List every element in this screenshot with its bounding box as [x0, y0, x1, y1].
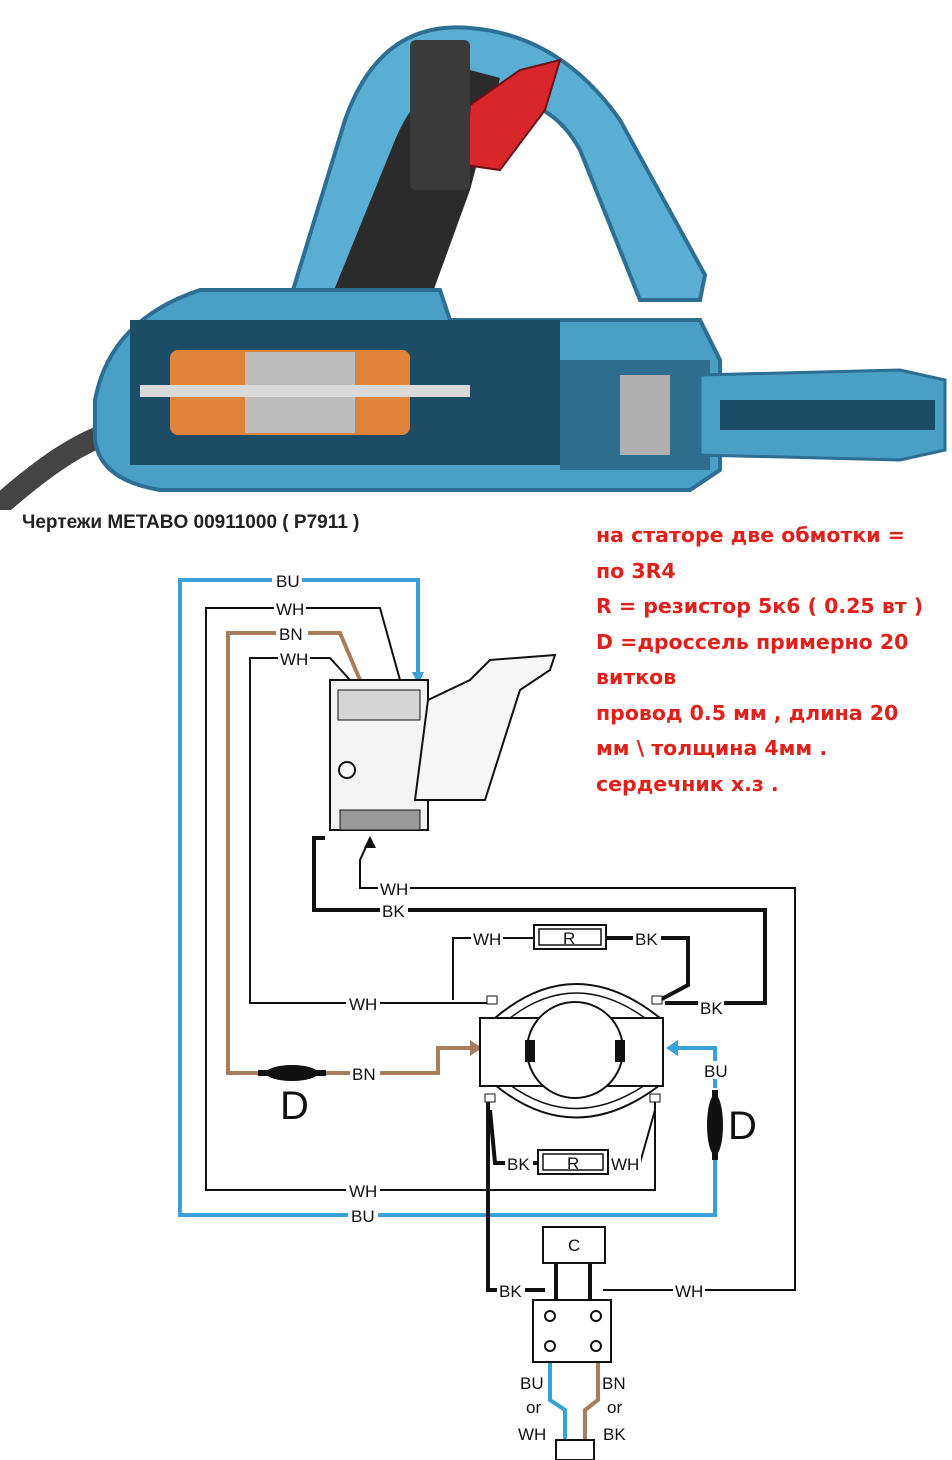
- switch-module: [329, 653, 557, 831]
- label-top-bu: BU: [276, 572, 300, 591]
- label-top-bn: BN: [279, 625, 303, 644]
- label-r-top-bk: BK: [635, 930, 658, 949]
- wire-bn-top: [226, 631, 362, 1075]
- label-term-bk: BK: [499, 1282, 522, 1301]
- capacitor: [542, 1226, 606, 1264]
- wire-wh-outer: [205, 607, 656, 1191]
- label-left-bn: BN: [352, 1065, 376, 1084]
- label-r-bot-bk: BK: [507, 1155, 530, 1174]
- label-bottom-wh: WH: [349, 1182, 377, 1201]
- note-line: провод 0.5 мм , длина 20: [596, 700, 899, 725]
- choke-left: [258, 1065, 326, 1081]
- note-line: R = резистор 5к6 ( 0.25 вт ): [596, 594, 924, 618]
- wire-bn-cord: [583, 1362, 600, 1440]
- label-cord-left-1: BU: [520, 1374, 544, 1393]
- resistor-top-label: R: [563, 929, 575, 948]
- label-right-bu: BU: [704, 1062, 728, 1081]
- label-r-top-wh: WH: [473, 930, 501, 949]
- wire-wh-inner: [249, 657, 495, 1004]
- wire-wh-r-top: [452, 937, 533, 1000]
- label-sw-wh: WH: [380, 880, 408, 899]
- stator: [479, 983, 664, 1119]
- note-line: сердечник х.з .: [596, 771, 779, 796]
- label-cord-right-2: or: [607, 1398, 622, 1417]
- wire-bu-outer: [178, 578, 717, 1217]
- arrow-bu-stator: [666, 1040, 678, 1056]
- choke-right-label: D: [728, 1104, 757, 1148]
- label-sw-bk: BK: [382, 902, 405, 921]
- switch-block: [410, 40, 470, 190]
- commutator: [526, 1001, 624, 1099]
- brush-right: [615, 1040, 625, 1062]
- note-line: по 3R4: [596, 558, 676, 583]
- arrow-wh-switch: [364, 836, 376, 848]
- shaft: [140, 385, 470, 397]
- wire-bk-switch: [312, 836, 767, 1005]
- cord-sheath: [555, 1439, 595, 1460]
- arrow-bn-stator: [470, 1040, 482, 1056]
- resistor-bottom: [537, 1149, 609, 1175]
- note-line: витков: [596, 665, 677, 689]
- label-cord-right-1: BN: [602, 1374, 626, 1393]
- label-cord-left-2: or: [526, 1398, 541, 1417]
- brush-left: [525, 1040, 535, 1062]
- label-term-wh: WH: [675, 1282, 703, 1301]
- label-left-wh: WH: [349, 995, 377, 1014]
- arrow-bu-top: [412, 672, 424, 685]
- label-top-wh2: WH: [280, 650, 308, 669]
- label-stator-bk: BK: [700, 999, 723, 1018]
- wire-bn-stator: [322, 1046, 478, 1075]
- resistor-top: [533, 924, 607, 950]
- tool-cutaway-illustration: [0, 25, 947, 510]
- label-top-wh1: WH: [276, 600, 304, 619]
- notes-block: на статоре две обмотки = по 3R4 R = рези…: [596, 518, 948, 802]
- gear: [620, 375, 670, 455]
- terminal-block: [532, 1299, 612, 1363]
- stator-field-bottom: [494, 1084, 661, 1119]
- label-cord-right-3: BK: [603, 1425, 626, 1444]
- choke-right: [707, 1090, 723, 1160]
- wire-bk-term: [486, 1100, 545, 1292]
- note-line: на статоре две обмотки =: [596, 523, 905, 547]
- choke-left-label: D: [280, 1084, 309, 1128]
- label-bottom-bu: BU: [351, 1207, 375, 1226]
- wire-wh-switch: [359, 837, 796, 1291]
- drawing-caption: Чертежи METABO 00911000 ( P7911 ): [22, 512, 360, 533]
- resistor-bottom-label: R: [567, 1154, 579, 1173]
- label-cord-left-3: WH: [518, 1425, 546, 1444]
- spindle: [720, 400, 935, 430]
- note-line: мм \ толщина 4мм .: [596, 736, 828, 760]
- switch-trigger-outline: [413, 653, 557, 801]
- capacitor-label: C: [568, 1236, 580, 1255]
- note-line: D =дроссель примерно 20: [596, 629, 909, 654]
- wire-bu-cord: [548, 1362, 567, 1440]
- label-r-bot-wh: WH: [611, 1155, 639, 1174]
